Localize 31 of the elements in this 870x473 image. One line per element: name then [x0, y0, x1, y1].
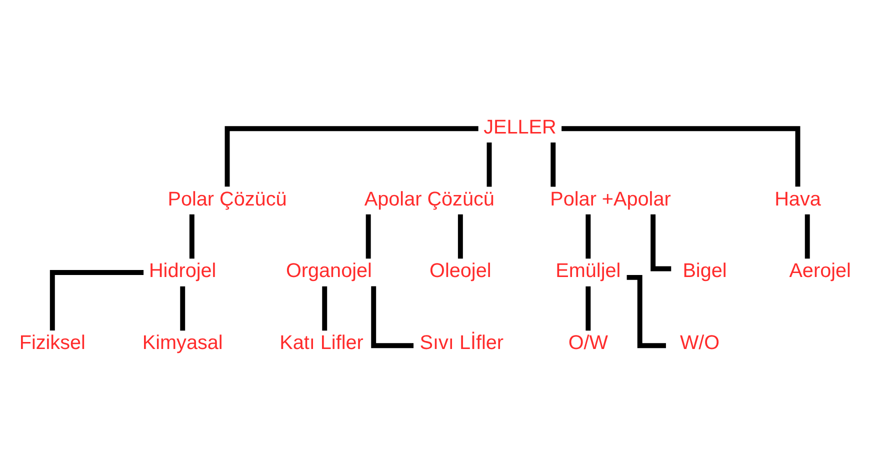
node-text: Sıvı Lİfler: [420, 332, 504, 354]
node-text: JELLER: [484, 116, 556, 138]
connector: [50, 270, 144, 331]
connector: [586, 286, 591, 331]
node-text: Polar +Apolar: [550, 188, 671, 210]
node-text: Bigel: [682, 260, 727, 282]
connector: [586, 214, 591, 259]
node-text: Apolar Çözücü: [364, 188, 494, 210]
connector: [366, 214, 371, 259]
connector: [224, 126, 478, 187]
connector: [550, 142, 556, 187]
node-text: Oleojel: [430, 260, 492, 282]
connector: [322, 286, 328, 331]
connector: [486, 142, 492, 187]
node-text: Fiziksel: [19, 332, 86, 354]
node-text: Polar Çözücü: [168, 188, 287, 210]
node-text: Hidrojel: [149, 260, 216, 282]
node-text: Emüljel: [556, 260, 621, 282]
node-text: O/W: [568, 332, 608, 354]
connector: [189, 214, 194, 259]
connector: [180, 286, 186, 331]
node-text: Aerojel: [789, 260, 851, 282]
node-text: Kimyasal: [142, 332, 223, 354]
connector: [804, 214, 810, 259]
node-text: Katı Lifler: [280, 332, 364, 354]
node-text: Hava: [774, 188, 821, 210]
connector: [371, 286, 414, 348]
node-text: Organojel: [286, 260, 372, 282]
node-text: W/O: [680, 332, 720, 354]
connector: [562, 126, 800, 187]
connector: [458, 214, 463, 259]
